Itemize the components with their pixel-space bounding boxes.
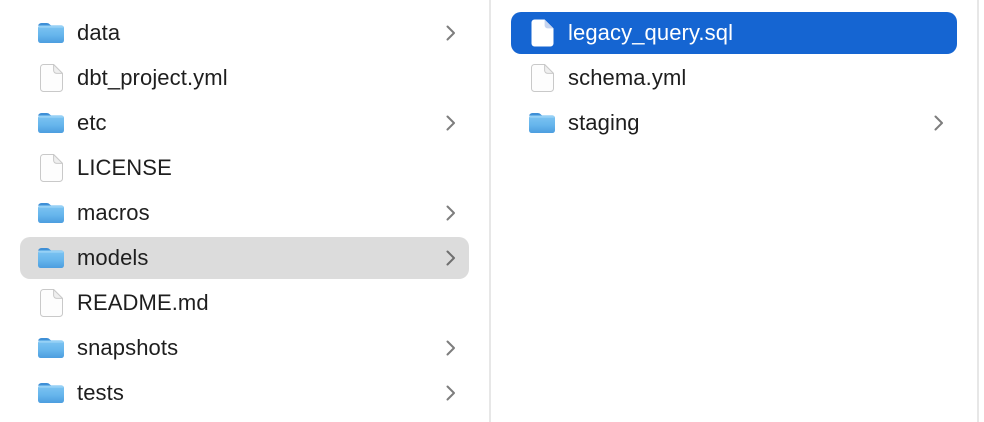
file-row-legacy-query-sql-selected[interactable]: legacy_query.sql: [491, 12, 977, 56]
file-name: staging: [568, 110, 640, 135]
file-name: README.md: [77, 290, 209, 315]
file-row-models-selected[interactable]: models: [0, 237, 489, 281]
file-name: models: [77, 245, 149, 270]
chevron-right-icon: [446, 385, 456, 401]
folder-icon: [528, 108, 556, 138]
file-name: legacy_query.sql: [568, 20, 734, 45]
blue-selection-highlight: legacy_query.sql: [511, 12, 957, 54]
file-row-schema-yml[interactable]: schema.yml: [491, 57, 977, 101]
file-name: tests: [77, 380, 124, 405]
file-name: data: [77, 20, 121, 45]
file-name: schema.yml: [568, 65, 687, 90]
file-name: dbt_project.yml: [77, 65, 228, 90]
file-row-dbt-project-yml[interactable]: dbt_project.yml: [0, 57, 489, 101]
file-row-license[interactable]: LICENSE: [0, 147, 489, 191]
file-name: snapshots: [77, 335, 179, 360]
folder-icon: [37, 378, 65, 408]
finder-column-models-contents: legacy_query.sql schema.yml staging: [491, 0, 979, 422]
file-row-etc[interactable]: etc: [0, 102, 489, 146]
folder-icon: [37, 333, 65, 363]
file-row-tests[interactable]: tests: [0, 372, 489, 416]
folder-icon: [37, 198, 65, 228]
chevron-right-icon: [446, 25, 456, 41]
file-name: macros: [77, 200, 150, 225]
document-icon: [37, 288, 65, 318]
chevron-right-icon: [446, 115, 456, 131]
document-icon: [37, 153, 65, 183]
folder-icon: [37, 243, 65, 273]
file-row-staging[interactable]: staging: [491, 102, 977, 146]
file-row-macros[interactable]: macros: [0, 192, 489, 236]
folder-icon: [37, 18, 65, 48]
chevron-right-icon: [934, 115, 944, 131]
chevron-right-icon: [446, 340, 456, 356]
finder-column-parent: data dbt_project.yml etc LICENSE: [0, 0, 491, 422]
folder-icon: [37, 108, 65, 138]
file-row-snapshots[interactable]: snapshots: [0, 327, 489, 371]
document-icon: [528, 18, 556, 48]
document-icon: [528, 63, 556, 93]
chevron-right-icon: [446, 205, 456, 221]
file-row-data[interactable]: data: [0, 12, 489, 56]
document-icon: [37, 63, 65, 93]
file-row-readme-md[interactable]: README.md: [0, 282, 489, 326]
chevron-right-icon: [446, 250, 456, 266]
file-name: etc: [77, 110, 107, 135]
gray-selection-highlight: models: [20, 237, 469, 279]
file-name: LICENSE: [77, 155, 172, 180]
